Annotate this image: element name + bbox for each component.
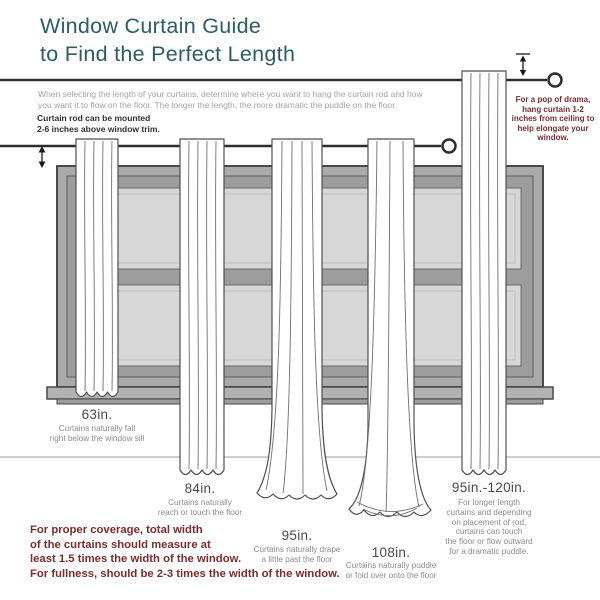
curtain-108in: [348, 138, 432, 518]
curtain-95-120-length-label: 95in.-120in.: [451, 480, 527, 495]
curtain-95-length-label: 95in.: [281, 528, 313, 543]
ceiling-rod: [0, 72, 563, 88]
page-title: Window Curtain Guide to Find the Perfect…: [40, 14, 296, 66]
curtain-84-length-label: 84in.: [184, 481, 216, 496]
curtain-108-caption: Curtains naturally puddle or fold over o…: [345, 561, 437, 580]
curtain-95-caption: Curtains naturally drape a little past t…: [253, 545, 341, 564]
ceiling-gap-arrow-icon: [516, 53, 530, 76]
curtain-95in: [256, 138, 338, 500]
curtain-63in: [75, 138, 119, 398]
curtain-84-caption: Curtains naturally reach or touch the fl…: [157, 498, 243, 517]
drama-note: For a pop of drama, hang curtain 1-2 inc…: [511, 95, 595, 142]
rod-finial: [441, 138, 457, 154]
footer-note: For proper coverage, total width of the …: [30, 524, 340, 580]
curtain-95-120in: [461, 70, 507, 476]
curtain-63-length-label: 63in.: [81, 407, 113, 422]
curtain-108-length-label: 108in.: [371, 545, 411, 560]
rod-mount-note: Curtain rod can be mounted 2-6 inches ab…: [37, 113, 160, 134]
curtain-84in: [179, 138, 225, 476]
intro-text: When selecting the length of your curtai…: [38, 89, 423, 110]
rod-finial: [547, 72, 563, 88]
rod-height-arrow-icon: [38, 146, 46, 168]
curtain-95-120-caption: For longer length curtains and depending…: [445, 498, 533, 556]
curtain-63-caption: Curtains naturally fall right below the …: [49, 424, 145, 443]
